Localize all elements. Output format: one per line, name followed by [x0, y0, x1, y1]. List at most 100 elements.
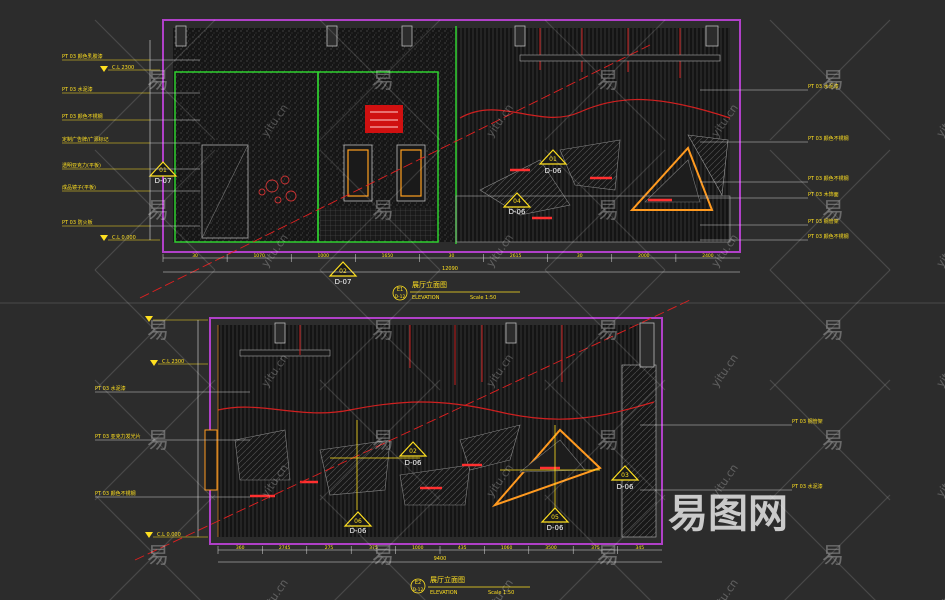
upper-level-markers: C.L 2300 C.L 0.000 — [100, 65, 160, 241]
lower-tag-3[interactable]: 06 D-06 — [343, 511, 373, 535]
watermark-glyph: 易 — [822, 199, 844, 224]
lower-right-callout-2: PT 03 水泥漆 — [792, 483, 823, 490]
watermark-glyph: 易 — [597, 319, 619, 344]
dimension-label: 30 — [449, 253, 455, 259]
lower-tag-4[interactable]: 05 D-06 — [540, 507, 570, 532]
lower-title: 展厅立面图 — [430, 575, 465, 584]
lower-right-callout-1: PT 03 钢管架 — [792, 418, 823, 425]
lower-tag-3-num: 06 — [354, 518, 362, 525]
upper-tag-3[interactable]: 04 D-06 — [502, 192, 532, 216]
upper-left-callout-3: PT 03 颜色不锈钢 — [62, 113, 103, 120]
lower-dimension-labels: 3602745275375100043510603500375345 — [217, 545, 645, 554]
upper-left-callout-5: 透明亚克力(平板) — [62, 162, 101, 169]
dimension-label: 435 — [458, 545, 467, 551]
lower-tag-2[interactable]: 03 D-06 — [610, 465, 640, 491]
lower-right-callouts: PT 03 钢管架 PT 03 水泥漆 — [640, 418, 823, 491]
upper-bubbles — [258, 175, 297, 204]
upper-green-panels — [174, 71, 439, 243]
lower-tag-1[interactable]: 02 D-06 — [398, 441, 428, 467]
lower-sheet-no: E2 — [415, 580, 421, 586]
lower-left-callout-3: PT 03 颜色不锈钢 — [95, 490, 136, 497]
upper-tag-2[interactable]: 01 D-06 — [538, 149, 568, 175]
upper-right-callouts: PT 03 水泥漆 PT 03 颜色不锈钢 PT 03 颜色不锈钢 PT 03 木饰面… — [700, 83, 849, 241]
upper-sheet-ref: D-12 — [395, 294, 406, 300]
upper-right-callout-3: PT 03 颜色不锈钢 — [808, 175, 849, 182]
dimension-label: 1650 — [382, 253, 394, 259]
watermark-latin: yitu.cn — [934, 352, 945, 390]
lower-left-callout-1: PT 03 水泥漆 — [95, 385, 126, 392]
upper-red-rods — [539, 28, 681, 78]
upper-tag-4[interactable]: 02 D-07 — [328, 261, 358, 286]
upper-left-callout-6: 成品镜子(平板) — [62, 184, 96, 191]
upper-wall-right — [456, 28, 730, 242]
upper-right-callout-4: PT 03 木饰面 — [808, 191, 839, 198]
watermark-glyph: 易 — [372, 319, 394, 344]
watermark-glyph: 易 — [372, 199, 394, 224]
lower-left-callout-2: PT 03 亚克力发光片 — [95, 433, 141, 440]
lower-tag-2-ref: D-06 — [617, 483, 634, 491]
lower-tag-3-ref: D-06 — [350, 527, 367, 535]
upper-red-wave — [459, 98, 731, 119]
watermark-glyph: 易 — [822, 544, 844, 569]
watermark-glyph: 易 — [147, 69, 169, 94]
upper-tag-2-ref: D-06 — [545, 167, 562, 175]
upper-grid-base — [320, 208, 435, 240]
upper-left-callout-1: PT 03 颜色乳胶漆 — [62, 53, 103, 60]
upper-frame — [162, 19, 741, 253]
lower-title-block: E2 D-12 展厅立面图 ELEVATION Scale 1:50 — [410, 575, 530, 596]
watermark-latin: yitu.cn — [484, 577, 516, 600]
upper-elevation: 01 D-07 01 D-06 04 D-06 02 D-07 C.L 2300… — [62, 19, 849, 301]
upper-left-callout-7: PT 03 防火板 — [62, 219, 93, 226]
lower-left-callouts: PT 03 水泥漆 PT 03 亚克力发光片 PT 03 颜色不锈钢 — [95, 385, 250, 498]
watermark-glyph: 易 — [372, 429, 394, 454]
dimension-label: 3500 — [545, 545, 557, 551]
upper-tag-3-num: 04 — [513, 198, 521, 205]
lower-column — [621, 364, 657, 538]
upper-display-boxes — [343, 144, 426, 202]
upper-right-callout-1: PT 03 水泥漆 — [808, 83, 839, 90]
upper-tag-1-num: 01 — [159, 167, 167, 174]
upper-red-sign — [365, 105, 403, 133]
lower-sheet-ref: D-12 — [413, 587, 424, 593]
lower-tag-4-ref: D-06 — [547, 524, 564, 532]
upper-tag-4-num: 02 — [339, 268, 347, 275]
upper-right-callout-6: PT 03 颜色不锈钢 — [808, 233, 849, 240]
watermark-glyph: 易 — [822, 69, 844, 94]
dimension-label: 2745 — [279, 545, 291, 551]
watermark-latin: yitu.cn — [934, 232, 945, 270]
dimension-label: 360 — [236, 545, 245, 551]
upper-left-callout-4: 定制广告牌/广源标记 — [62, 136, 109, 143]
upper-tag-2-num: 01 — [549, 156, 557, 163]
lower-elevation: 02 D-06 03 D-06 06 D-06 05 D-06 C.L 2300… — [95, 299, 823, 596]
watermark-glyph: 易 — [597, 544, 619, 569]
dimension-label: 30 — [577, 253, 583, 259]
upper-level-top: C.L 2300 — [112, 65, 134, 71]
lower-subtitle: ELEVATION — [430, 590, 458, 596]
watermark-glyph: 易 — [597, 199, 619, 224]
dimension-label: 30 — [192, 253, 198, 259]
upper-total-dim: 12090 — [442, 266, 458, 272]
lower-red-wave — [217, 401, 655, 420]
upper-right-callout-2: PT 03 颜色不锈钢 — [808, 135, 849, 142]
watermark-glyph: 易 — [822, 319, 844, 344]
watermark-latin: yitu.cn — [259, 577, 291, 600]
lower-total-dim: 9400 — [434, 556, 447, 562]
lower-tag-1-num: 02 — [409, 448, 417, 455]
dimension-label: 1000 — [318, 253, 330, 259]
upper-ceiling-notches — [175, 25, 719, 47]
upper-tag-1[interactable]: 01 D-07 — [148, 161, 178, 185]
upper-wall-left — [173, 28, 456, 242]
upper-title-block: E1 D-12 展厅立面图 ELEVATION Scale 1:50 — [392, 280, 520, 301]
upper-subtitle: ELEVATION — [412, 295, 440, 301]
dimension-label: 1060 — [501, 545, 513, 551]
lower-tag-1-ref: D-06 — [405, 459, 422, 467]
watermark-latin: yitu.cn — [934, 102, 945, 140]
lower-red-rods — [299, 325, 563, 385]
lower-ceiling-notches — [274, 322, 655, 368]
dimension-label: 345 — [636, 545, 645, 551]
lower-tag-4-num: 05 — [551, 514, 559, 521]
